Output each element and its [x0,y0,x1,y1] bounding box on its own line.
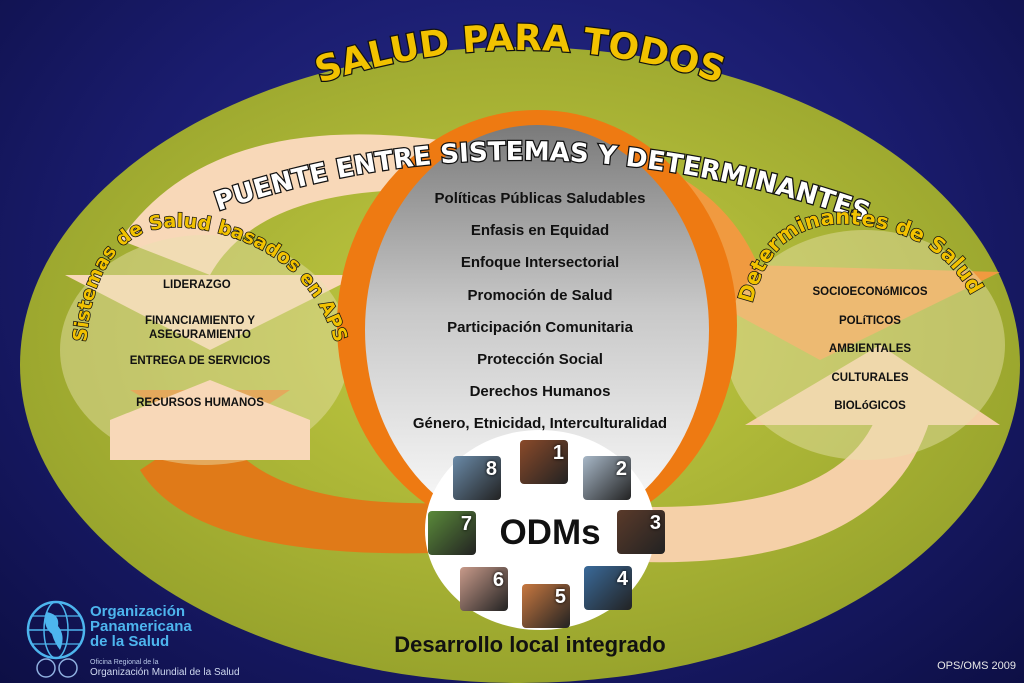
system-item: FINANCIAMIENTO Y ASEGURAMIENTO [144,315,256,341]
determinants-list: SOCIOECONóMICOS POLíTICOS AMBIENTALES CU… [775,285,965,428]
policy-item: Derechos Humanos [469,383,611,401]
left-up-arrow [110,380,310,420]
top-left-arrowhead [65,275,360,350]
determinant-item: CULTURALES [831,371,909,384]
center-gray-circle [365,125,709,535]
copyright: OPS/OMS 2009 [937,660,1016,672]
org-sub: Oficina Regional de la [90,659,159,666]
policy-item: Protección Social [477,350,603,368]
paho-logo [26,600,86,678]
paho-emblem-icon [58,658,78,678]
determinant-item: AMBIENTALES [828,343,912,355]
determinant-item: BIOLóGICOS [834,400,906,412]
org-name: Organización Panamericana de la Salud [90,603,192,650]
policy-item: Participación Comunitaria [447,318,633,336]
odm-tile-7: 7 [428,511,476,555]
who-emblem-icon [36,658,56,678]
determinant-item: SOCIOECONóMICOS [812,286,928,298]
org-who-name: Organización Mundial de la Salud [90,667,240,678]
odm-tile-6: 6 [460,567,508,611]
policy-item: Políticas Públicas Saludables [434,190,646,207]
odm-tile-1: 1 [520,440,568,484]
system-item: LIDERAZGO [163,279,231,291]
system-item: RECURSOS HUMANOS [136,397,264,409]
center-policy-list: Políticas Públicas Saludables Enfasis en… [390,186,690,444]
left-up-arrow-body [110,420,310,460]
bottom-title: Desarrollo local integrado [394,632,666,657]
odm-tile-4: 4 [584,566,632,610]
right-circle [725,230,1005,460]
odm-tile-8: 8 [453,456,501,500]
policy-item: Enfoque Intersectorial [460,254,620,272]
bottom-right-arrowhead [745,345,1000,425]
odm-tile-5: 5 [522,584,570,628]
system-item: ENTREGA DE SERVICIOS [129,355,271,367]
odm-tile-2: 2 [583,456,631,500]
policy-item: Enfasis en Equidad [470,222,610,240]
odm-label: ODMs [499,513,601,552]
odm-tile-3: 3 [617,510,665,554]
bottom-right-arrow [600,420,930,563]
health-system-list: LIDERAZGO FINANCIAMIENTO Y ASEGURAMIENTO… [100,278,300,410]
policy-item: Género, Etnicidad, Interculturalidad [412,415,668,433]
policy-item: Promoción de Salud [467,286,613,304]
determinant-item: POLíTICOS [839,314,901,327]
top-left-arrow [120,134,440,275]
